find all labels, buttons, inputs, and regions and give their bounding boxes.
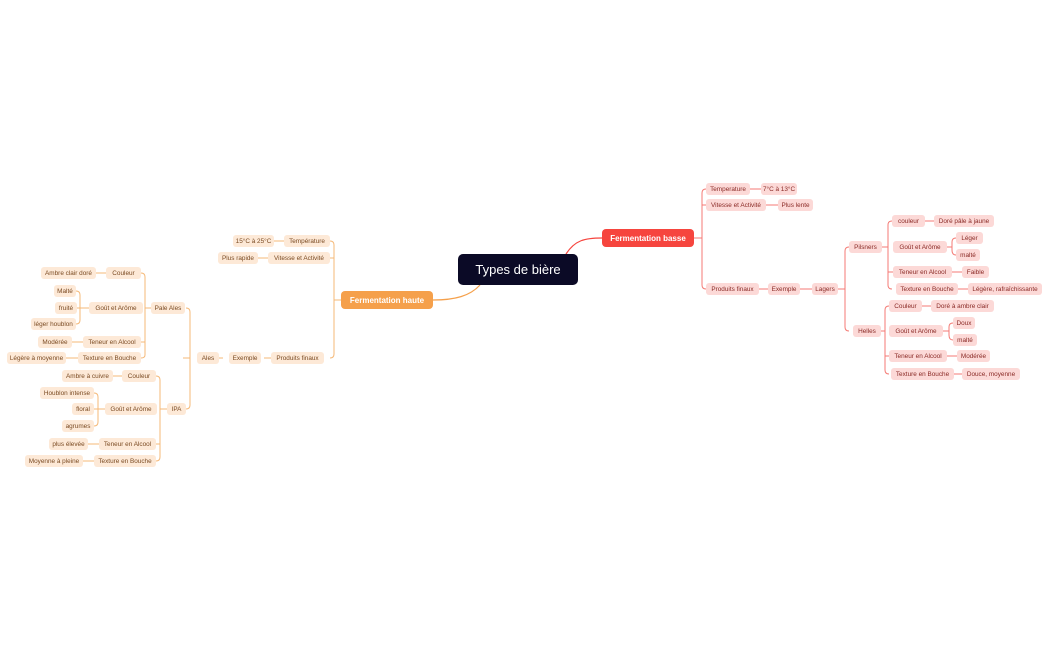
node-vitesse-haute-value[interactable]: Plus rapide [218,252,258,264]
node-pale-texture[interactable]: Texture en Bouche [78,352,141,364]
node-pilsners-couleur-value[interactable]: Doré pâle à jaune [934,215,994,227]
node-exemple-haute[interactable]: Exemple [229,352,261,364]
node-helles[interactable]: Helles [853,325,881,337]
node-pilsners-gout[interactable]: Goût et Arôme [893,241,947,253]
node-helles-texture-value[interactable]: Douce, moyenne [962,368,1020,380]
node-pale-ales[interactable]: Pale Ales [151,302,185,314]
node-pilsners-couleur[interactable]: couleur [892,215,925,227]
node-helles-alcool-value[interactable]: Modérée [957,350,990,362]
node-helles-couleur-value[interactable]: Doré à ambre clair [931,300,994,312]
node-pale-gout-value-2[interactable]: fruité [55,302,77,314]
branch-fermentation-haute[interactable]: Fermentation haute [341,291,433,309]
node-produits-haute[interactable]: Produits finaux [271,352,324,364]
node-produits-basse[interactable]: Produits finaux [706,283,759,295]
node-ipa-gout[interactable]: Goût et Arôme [105,403,157,415]
node-helles-gout-value-1[interactable]: Doux [953,317,975,329]
node-pilsners-gout-value-1[interactable]: Léger [956,232,983,244]
node-temperature-basse-value[interactable]: 7°C à 13°C [761,183,797,195]
node-ipa-gout-value-2[interactable]: floral [72,403,94,415]
node-pale-alcool[interactable]: Teneur en Alcool [83,336,141,348]
node-vitesse-basse[interactable]: Vitesse et Activité [706,199,766,211]
node-pilsners-gout-value-2[interactable]: malté [956,249,980,261]
node-pilsners-alcool-value[interactable]: Faible [962,266,989,278]
node-lagers[interactable]: Lagers [812,283,838,295]
node-ipa-alcool-value[interactable]: plus élevée [49,438,88,450]
node-exemple-basse[interactable]: Exemple [768,283,800,295]
node-ales[interactable]: Ales [197,352,219,364]
node-pale-texture-value[interactable]: Légère à moyenne [7,352,66,364]
node-temperature-haute-value[interactable]: 15°C à 25°C [233,235,274,247]
root-node[interactable]: Types de bière [458,254,578,285]
node-helles-alcool[interactable]: Teneur en Alcool [889,350,947,362]
node-pilsners-texture-value[interactable]: Légère, rafraîchissante [968,283,1042,295]
node-pilsners[interactable]: Pilsners [849,241,882,253]
branch-fermentation-basse[interactable]: Fermentation basse [602,229,694,247]
node-helles-gout-value-2[interactable]: malté [953,334,977,346]
node-ipa-texture-value[interactable]: Moyenne à pleine [25,455,83,467]
node-helles-couleur[interactable]: Couleur [889,300,922,312]
node-helles-texture[interactable]: Texture en Bouche [891,368,954,380]
node-pilsners-texture[interactable]: Texture en Bouche [896,283,958,295]
node-pale-gout-value-3[interactable]: léger houblon [31,318,76,330]
node-ipa-couleur-value[interactable]: Ambre à cuivre [62,370,113,382]
node-helles-gout[interactable]: Goût et Arôme [889,325,943,337]
node-pilsners-alcool[interactable]: Teneur en Alcool [893,266,952,278]
node-vitesse-haute[interactable]: Vitesse et Activité [268,252,330,264]
node-temperature-basse[interactable]: Temperature [706,183,750,195]
node-ipa-alcool[interactable]: Teneur en Alcool [99,438,156,450]
node-pale-gout-value-1[interactable]: Malté [54,285,76,297]
node-ipa[interactable]: IPA [167,403,186,415]
node-pale-couleur-value[interactable]: Ambre clair doré [41,267,96,279]
node-temperature-haute[interactable]: Température [284,235,330,247]
node-vitesse-basse-value[interactable]: Plus lente [778,199,813,211]
node-ipa-gout-value-1[interactable]: Houblon intense [40,387,94,399]
node-ipa-couleur[interactable]: Couleur [122,370,156,382]
node-ipa-texture[interactable]: Texture en Bouche [94,455,156,467]
node-ipa-gout-value-3[interactable]: agrumes [62,420,94,432]
node-pale-couleur[interactable]: Couleur [106,267,141,279]
node-pale-gout[interactable]: Goût et Arôme [89,302,143,314]
node-pale-alcool-value[interactable]: Modérée [38,336,72,348]
